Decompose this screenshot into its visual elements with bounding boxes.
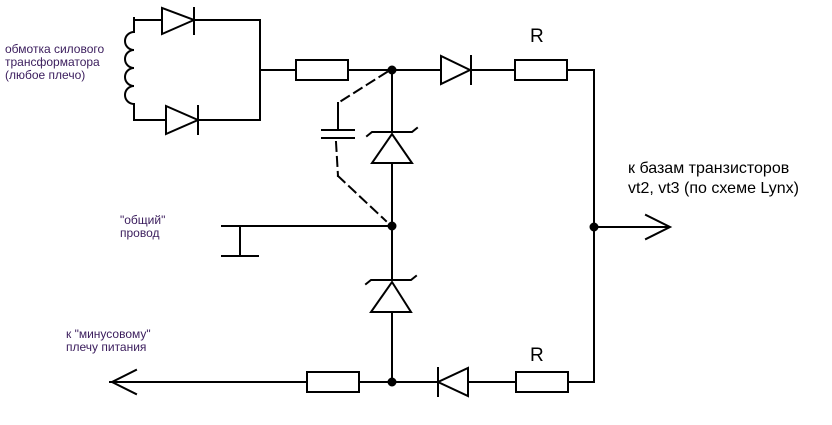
output-diode-bottom — [391, 366, 517, 398]
resistor-minus — [306, 371, 360, 393]
capacitor-plates — [321, 102, 355, 139]
common-wire-label: "общий" провод — [120, 213, 166, 240]
transformer-winding — [124, 17, 136, 121]
zener-diode-lower — [364, 274, 418, 313]
resistor-top-label: R — [530, 26, 544, 47]
common-wire-terminal — [221, 225, 393, 257]
resistor-bottom-label: R — [530, 345, 544, 366]
output-arrow-icon — [644, 213, 673, 241]
zener-diode-upper — [365, 126, 419, 164]
output-diode-top — [440, 54, 516, 86]
rectifier-diode-top — [133, 6, 261, 36]
winding-label: обмотка силового трансформатора (любое п… — [5, 42, 105, 82]
rectifier-diode-bottom — [133, 104, 261, 136]
minus-arrow-icon — [109, 368, 138, 396]
capacitor-dashed — [334, 70, 389, 223]
output-label: к базам транзисторов vt2, vt3 (по схеме … — [628, 160, 799, 197]
minus-label: к "минусовому" плечу питания — [66, 327, 151, 354]
resistor-bottom — [515, 371, 569, 393]
resistor-input — [295, 59, 349, 81]
resistor-top — [514, 59, 568, 81]
